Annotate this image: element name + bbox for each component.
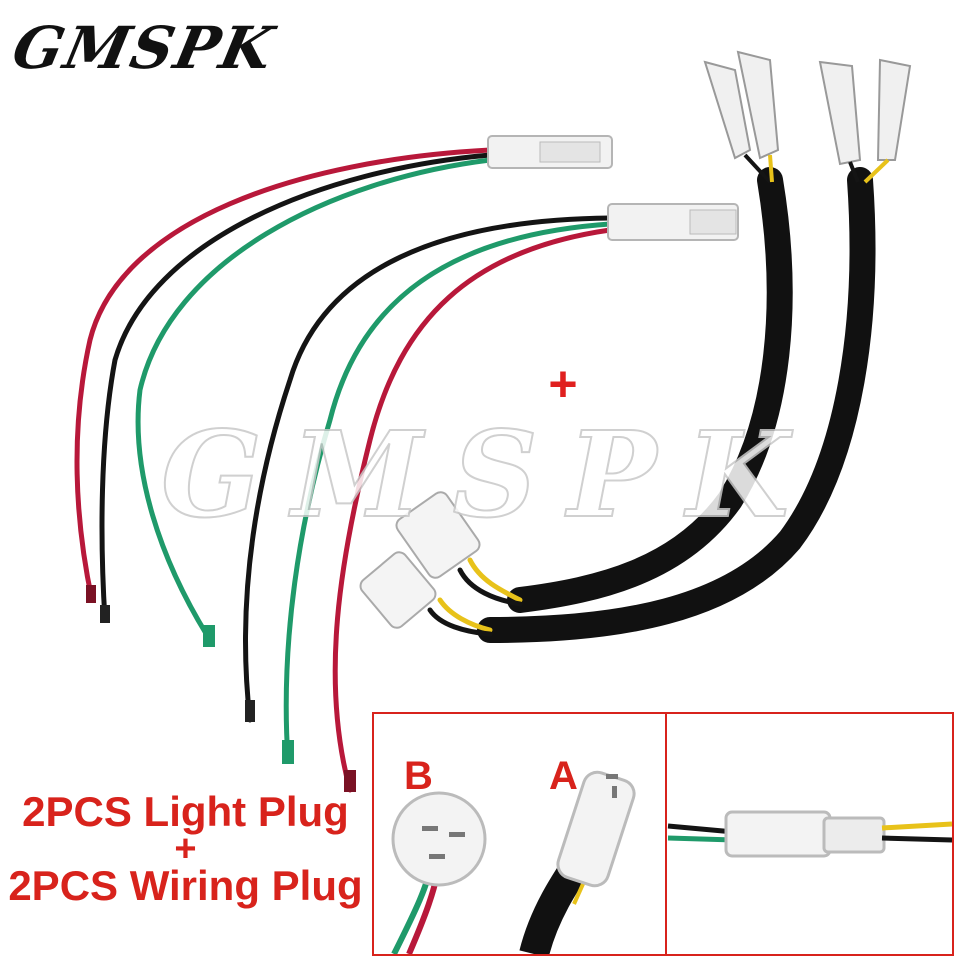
wire-red bbox=[74, 147, 493, 603]
product-caption: 2PCS Light Plug + 2PCS Wiring Plug bbox=[8, 790, 363, 908]
small-white-plug-1 bbox=[395, 491, 481, 579]
detail-inset: B A bbox=[372, 712, 954, 956]
black-cable-1 bbox=[507, 167, 793, 613]
wire-black-2 bbox=[243, 215, 613, 723]
wire-green-2 bbox=[283, 221, 613, 763]
inline-connector bbox=[667, 810, 952, 858]
small-white-plug-2 bbox=[359, 551, 437, 629]
inset-illustration bbox=[391, 770, 952, 954]
wire-red-2 bbox=[332, 227, 613, 793]
wiring-plug-cables bbox=[427, 167, 876, 643]
plug-a bbox=[519, 770, 636, 954]
black-cable-2 bbox=[477, 167, 876, 643]
wire-green bbox=[135, 157, 493, 643]
light-plug-harness-1 bbox=[74, 147, 493, 643]
plus-sign: + bbox=[548, 356, 578, 412]
inset-divider bbox=[665, 714, 667, 954]
plug-b bbox=[391, 791, 487, 954]
spade-terminals bbox=[703, 50, 912, 166]
caption-line-1: 2PCS Light Plug bbox=[22, 788, 349, 835]
light-plug-harness-2 bbox=[243, 215, 613, 793]
caption-line-2: 2PCS Wiring Plug bbox=[8, 862, 363, 909]
label-a: A bbox=[549, 754, 578, 798]
label-b: B bbox=[404, 754, 433, 798]
wire-black bbox=[99, 152, 493, 623]
caption-separator: + bbox=[174, 828, 197, 870]
